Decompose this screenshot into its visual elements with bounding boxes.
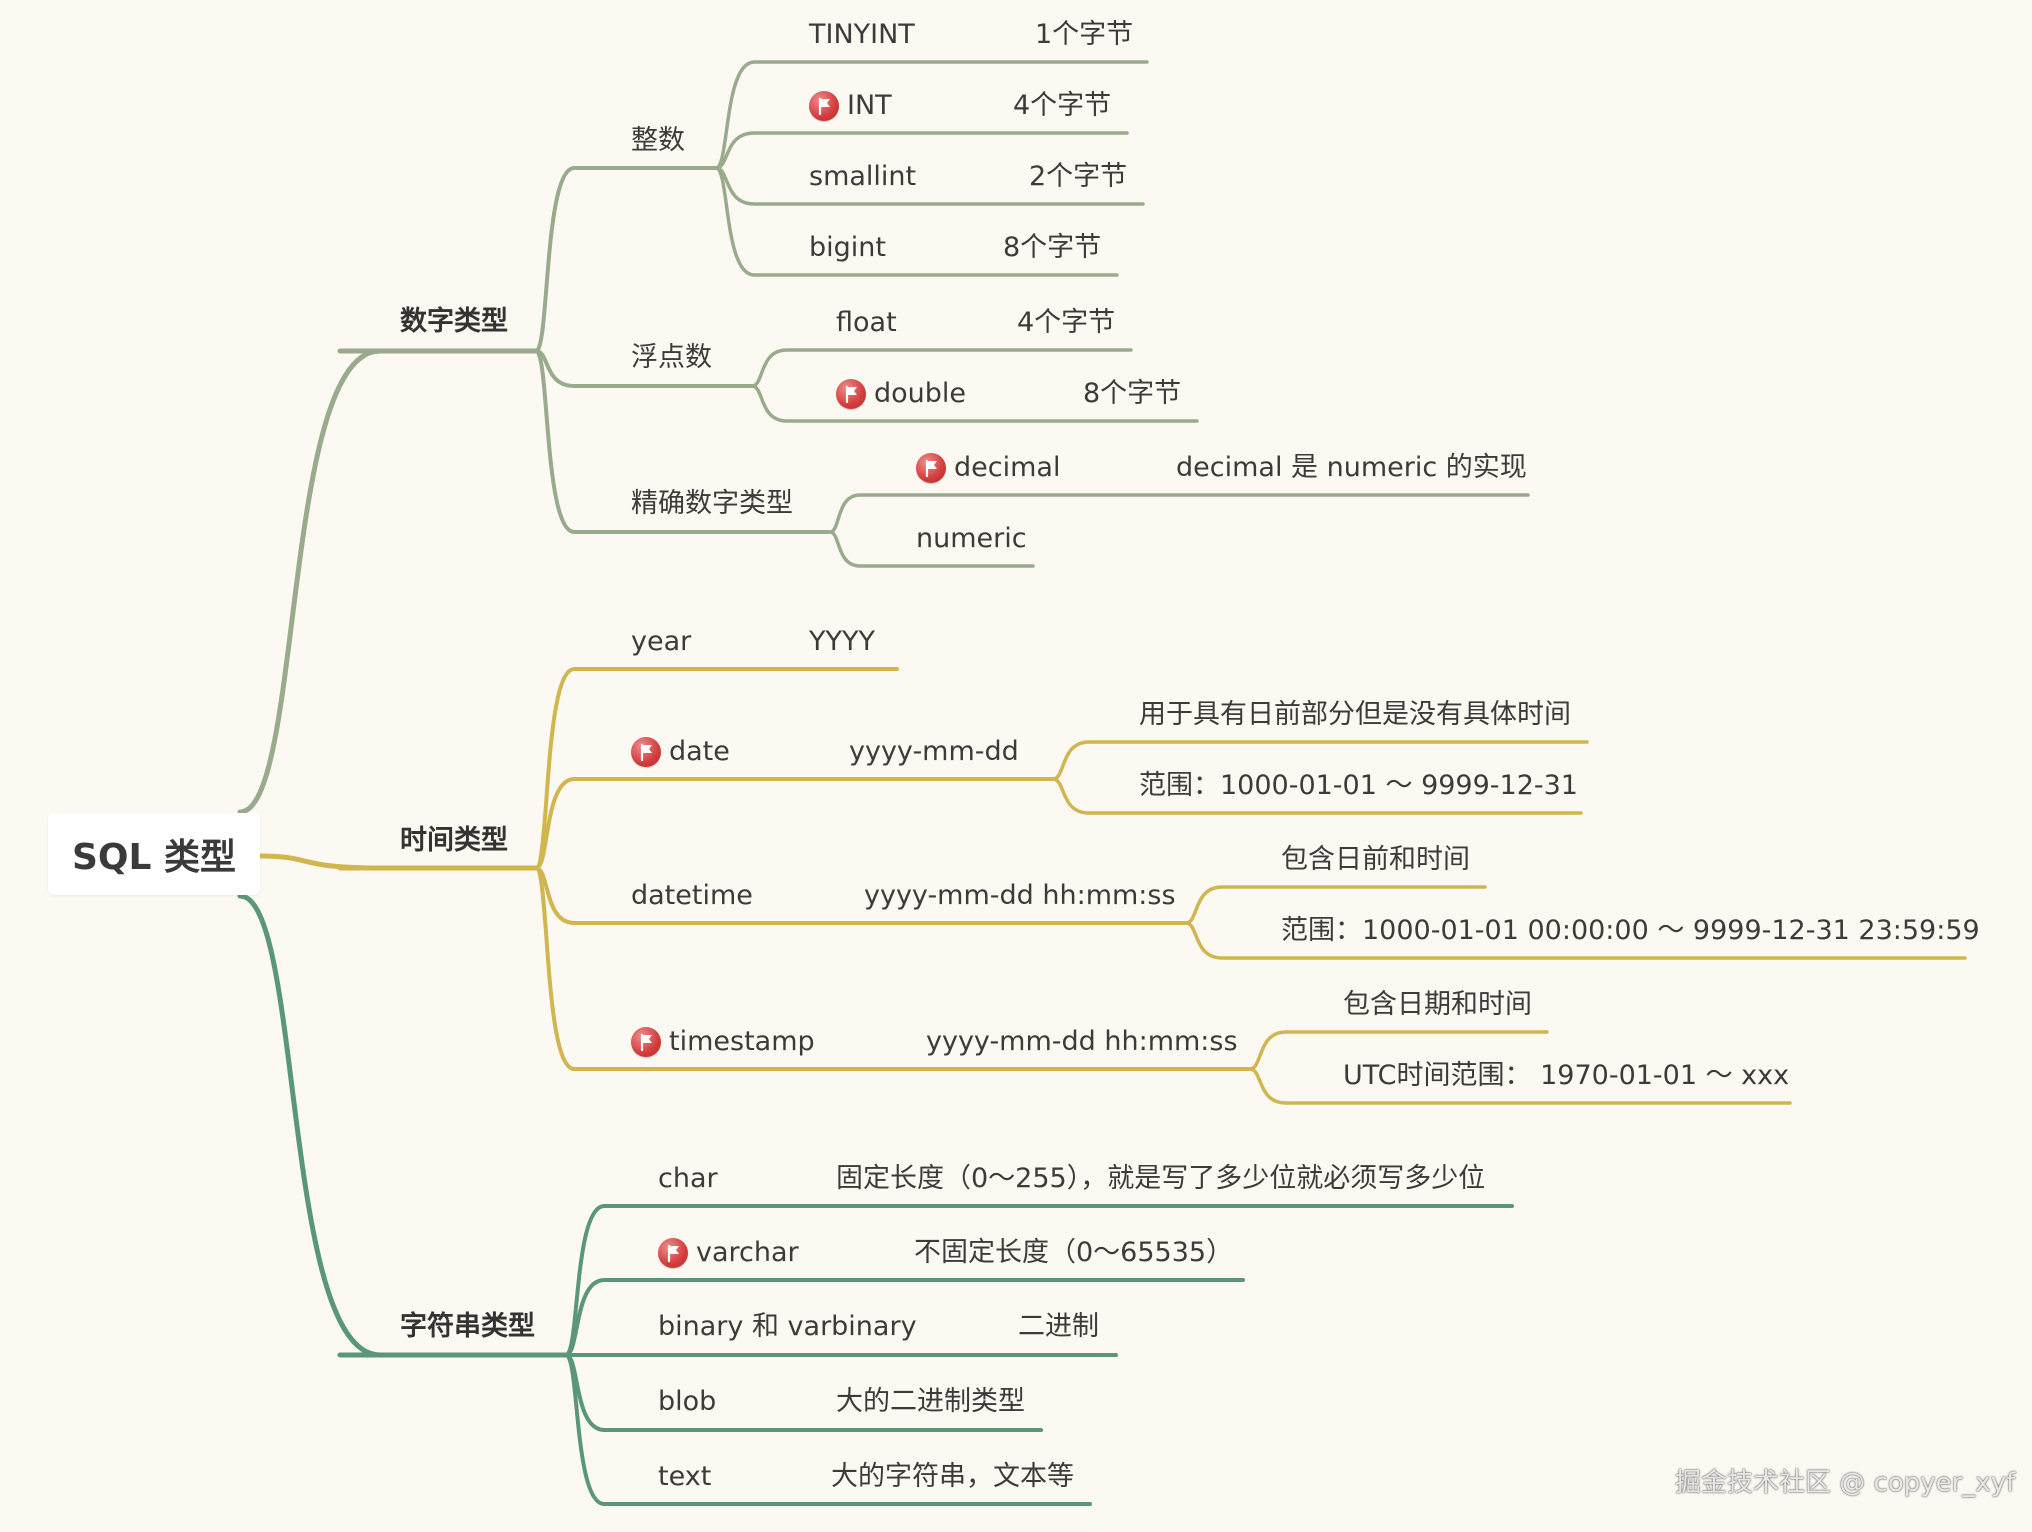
connector-time-note-1-1 [1184, 921, 1967, 960]
connector-exact-0 [828, 493, 1530, 534]
category-time[interactable]: 时间类型 [400, 825, 508, 856]
connector-float-0 [750, 348, 1133, 388]
subgroup-exact[interactable]: 精确数字类型 [631, 488, 793, 519]
item-datetime-name[interactable]: datetime [631, 880, 753, 911]
connector-float [534, 349, 754, 388]
flag-icon [631, 1027, 661, 1057]
flag-icon [809, 91, 839, 121]
connector-exact-1 [828, 530, 1035, 568]
flag-icon [631, 737, 661, 767]
connector-time-note-2-1 [1248, 1067, 1792, 1105]
item-date-format: yyyy-mm-dd [849, 736, 1019, 767]
connector-exact [534, 349, 832, 534]
item-blob-value: 大的二进制类型 [836, 1386, 1025, 1417]
subgroup-float[interactable]: 浮点数 [631, 342, 712, 373]
item-float-value: 4个字节 [1017, 307, 1116, 338]
item-numeric-name[interactable]: numeric [916, 523, 1027, 554]
item-text-value: 大的字符串，文本等 [831, 1461, 1074, 1492]
item-varchar-value: 不固定长度（0～65535） [914, 1237, 1234, 1268]
connector-time-3 [534, 866, 1252, 1071]
item-double-name[interactable]: double [874, 378, 967, 409]
item-date-note-1: 用于具有日前部分但是没有具体时间 [1139, 699, 1571, 730]
subgroup-integer[interactable]: 整数 [631, 125, 685, 156]
item-decimal-value: decimal 是 numeric 的实现 [1176, 452, 1527, 483]
item-timestamp-note-2: UTC时间范围： 1970-01-01 ～ xxx [1343, 1060, 1790, 1091]
item-char-value: 固定长度（0～255），就是写了多少位就必须写多少位 [836, 1163, 1486, 1194]
watermark: 掘金技术社区 @ copyer_xyf [1675, 1468, 2016, 1498]
connector-integer-1 [714, 131, 1129, 170]
item-tinyint-value: 1个字节 [1035, 19, 1134, 50]
item-decimal-name[interactable]: decimal [954, 452, 1061, 483]
category-string[interactable]: 字符串类型 [400, 1311, 535, 1342]
item-char-name[interactable]: char [658, 1163, 718, 1194]
item-datetime-format: yyyy-mm-dd hh:mm:ss [864, 880, 1176, 911]
item-blob-name[interactable]: blob [658, 1386, 717, 1417]
item-smallint-value: 2个字节 [1029, 161, 1128, 192]
item-double-value: 8个字节 [1083, 378, 1182, 409]
item-datetime-note-2: 范围：1000-01-01 00:00:00 ～ 9999-12-31 23:5… [1281, 915, 1980, 946]
connector-time-note-1-0 [1184, 885, 1487, 925]
item-year-format: YYYY [809, 626, 875, 657]
item-binary-name[interactable]: binary 和 varbinary [658, 1311, 917, 1342]
item-bigint-value: 8个字节 [1003, 232, 1102, 263]
connector-integer-3 [714, 166, 1119, 277]
item-date-name[interactable]: date [669, 736, 730, 767]
item-tinyint-name[interactable]: TINYINT [809, 19, 915, 50]
connector-string-4 [564, 1353, 1092, 1506]
connector-time-1 [534, 777, 1055, 870]
item-bigint-name[interactable]: bigint [809, 232, 886, 263]
connector-root-string [237, 893, 383, 1358]
item-timestamp-format: yyyy-mm-dd hh:mm:ss [926, 1026, 1238, 1057]
flag-icon [916, 453, 946, 483]
category-numeric[interactable]: 数字类型 [400, 306, 508, 337]
connector-float-1 [750, 384, 1199, 423]
connector-root-numeric [237, 348, 383, 815]
item-binary-value: 二进制 [1018, 1311, 1099, 1342]
item-int-name[interactable]: INT [847, 90, 892, 121]
root-label: SQL 类型 [71, 837, 236, 878]
item-varchar-name[interactable]: varchar [696, 1237, 799, 1268]
item-text-name[interactable]: text [658, 1461, 712, 1492]
connector-time-note-0-1 [1051, 777, 1583, 815]
connector-string-1 [564, 1278, 1245, 1357]
item-datetime-note-1: 包含日前和时间 [1281, 844, 1470, 875]
item-smallint-name[interactable]: smallint [809, 161, 917, 192]
connector-time-note-0-0 [1051, 740, 1589, 781]
item-int-value: 4个字节 [1013, 90, 1112, 121]
root-node[interactable]: SQL 类型 [48, 813, 260, 895]
item-year-name[interactable]: year [631, 626, 692, 657]
connector-time-note-2-0 [1248, 1030, 1549, 1071]
connector-integer-0 [714, 60, 1149, 170]
item-float-name[interactable]: float [836, 307, 897, 338]
flag-icon [836, 379, 866, 409]
item-date-note-2: 范围：1000-01-01 ～ 9999-12-31 [1139, 770, 1578, 801]
item-timestamp-name[interactable]: timestamp [669, 1026, 815, 1057]
connector-integer [534, 166, 718, 353]
item-timestamp-note-1: 包含日期和时间 [1343, 989, 1532, 1020]
flag-icon [658, 1238, 688, 1268]
